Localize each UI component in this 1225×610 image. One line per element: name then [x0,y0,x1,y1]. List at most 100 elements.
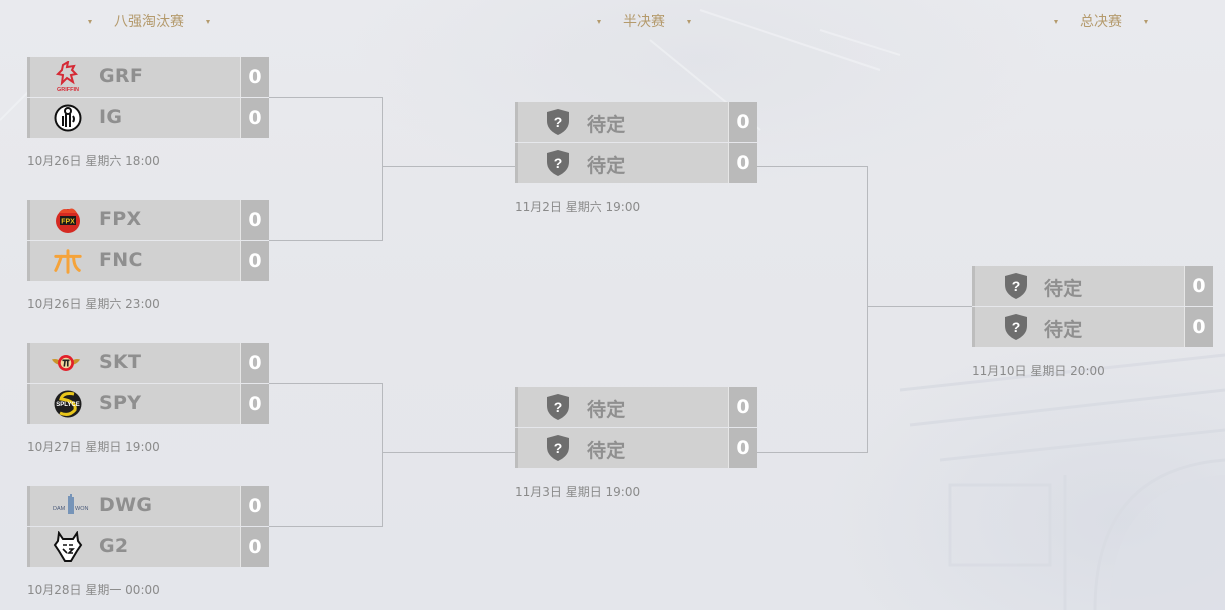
damwon-logo-icon: DAM WON [51,491,91,521]
semifinal-match-2[interactable]: ? 待定 0 ? 待定 0 [515,387,757,468]
team-score: 0 [240,57,269,97]
team-row[interactable]: G2 0 [27,527,269,567]
unknown-team-shield-icon: ? [1001,312,1031,342]
team-score: 0 [1184,307,1213,347]
connector-line [382,97,383,241]
triangle-left-icon [88,20,92,24]
stage-title-text: 总决赛 [1080,14,1122,30]
team-row[interactable]: SKT 0 [27,343,269,383]
team-row[interactable]: DAM WON DWG 0 [27,486,269,526]
g2-logo-icon [53,531,83,562]
team-row[interactable]: SPLYCE SPY 0 [27,384,269,424]
team-row[interactable]: IG 0 [27,98,269,138]
stage-title-quarterfinals: 八强淘汰赛 [66,12,232,32]
team-name: 待定 [1044,319,1083,341]
connector-line [269,526,382,527]
stage-title-text: 半决赛 [623,14,665,30]
unknown-team-shield-icon: ? [543,433,573,463]
team-row[interactable]: FNC 0 [27,241,269,281]
team-name: GRF [99,65,144,87]
svg-text:FPX: FPX [61,219,75,226]
team-score: 0 [728,102,757,142]
team-name: FNC [99,249,143,271]
team-score: 0 [240,486,269,526]
team-name: 待定 [587,399,626,421]
team-score: 0 [240,384,269,424]
svg-text:GRIFFIN: GRIFFIN [57,87,79,93]
connector-line [867,166,868,453]
team-score: 0 [240,343,269,383]
team-name: 待定 [1044,278,1083,300]
team-name: SPY [99,392,142,414]
team-row[interactable]: ? 待定 0 [515,143,757,183]
final-match[interactable]: ? 待定 0 ? 待定 0 [972,266,1213,347]
match-time: 10月26日 星期六 23:00 [27,297,160,311]
team-score: 0 [728,143,757,183]
match-time: 10月26日 星期六 18:00 [27,154,160,168]
quarterfinal-match-2[interactable]: FPX FPX 0 FNC 0 [27,200,269,281]
team-score: 0 [728,387,757,427]
connector-line [382,166,515,167]
team-row[interactable]: ? 待定 0 [515,102,757,142]
team-score: 0 [240,200,269,240]
connector-line [269,383,382,384]
match-time: 11月2日 星期六 19:00 [515,200,641,214]
team-score: 0 [1184,266,1213,306]
unknown-team-shield-icon: ? [1001,271,1031,301]
team-name: IG [99,106,123,128]
match-time: 11月10日 星期日 20:00 [972,364,1105,378]
triangle-right-icon [1144,20,1148,24]
team-row[interactable]: ? 待定 0 [972,266,1213,306]
team-score: 0 [240,98,269,138]
triangle-left-icon [597,20,601,24]
svg-text:?: ? [1012,278,1021,294]
svg-text:?: ? [1012,319,1021,335]
fpx-logo-icon: FPX [53,205,83,235]
stage-title-semifinals: 半决赛 [575,12,713,32]
griffin-logo-icon: GRIFFIN [53,61,83,93]
team-name: FPX [99,208,142,230]
svg-text:?: ? [554,155,563,171]
ig-logo-icon [53,103,83,133]
svg-text:?: ? [554,114,563,130]
stage-title-text: 八强淘汰赛 [114,14,184,30]
match-time: 10月27日 星期日 19:00 [27,440,160,454]
team-name: G2 [99,535,129,557]
team-row[interactable]: ? 待定 0 [515,428,757,468]
svg-text:SPLYCE: SPLYCE [56,402,79,408]
team-row[interactable]: FPX FPX 0 [27,200,269,240]
unknown-team-shield-icon: ? [543,148,573,178]
team-row[interactable]: ? 待定 0 [515,387,757,427]
team-name: DWG [99,494,153,516]
unknown-team-shield-icon: ? [543,107,573,137]
team-row[interactable]: GRIFFIN GRF 0 [27,57,269,97]
connector-line [269,240,382,241]
triangle-left-icon [1054,20,1058,24]
connector-line [269,97,382,98]
triangle-right-icon [687,20,691,24]
fnatic-logo-icon [53,246,83,276]
team-name: 待定 [587,114,626,136]
team-score: 0 [240,527,269,567]
connector-line [382,452,515,453]
quarterfinal-match-3[interactable]: SKT 0 SPLYCE SPY 0 [27,343,269,424]
connector-line [867,306,972,307]
team-score: 0 [240,241,269,281]
svg-text:DAM: DAM [53,506,66,512]
team-name: 待定 [587,440,626,462]
skt-logo-icon [51,348,81,378]
quarterfinal-match-1[interactable]: GRIFFIN GRF 0 IG 0 [27,57,269,138]
match-time: 11月3日 星期日 19:00 [515,485,641,499]
connector-line [757,166,867,167]
svg-text:?: ? [554,399,563,415]
team-row[interactable]: ? 待定 0 [972,307,1213,347]
quarterfinal-match-4[interactable]: DAM WON DWG 0 G2 0 [27,486,269,567]
stage-title-final: 总决赛 [1032,12,1170,32]
unknown-team-shield-icon: ? [543,392,573,422]
triangle-right-icon [206,20,210,24]
team-name: SKT [99,351,142,373]
team-score: 0 [728,428,757,468]
connector-line [757,452,867,453]
svg-text:?: ? [554,440,563,456]
semifinal-match-1[interactable]: ? 待定 0 ? 待定 0 [515,102,757,183]
